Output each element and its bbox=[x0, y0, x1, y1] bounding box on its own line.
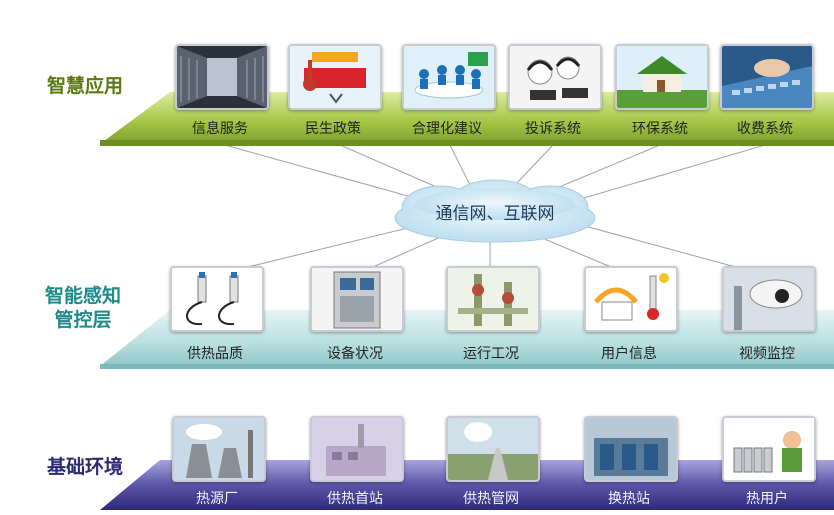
radiator-user-icon bbox=[722, 416, 816, 482]
sensor-probe-icon bbox=[170, 266, 264, 332]
control-cabinet-icon bbox=[310, 266, 404, 332]
power-plant-icon bbox=[172, 416, 266, 482]
home-thermometer-icon bbox=[584, 266, 678, 332]
layer-label-application: 智慧应用 bbox=[46, 75, 123, 97]
control-item-label: 设备状况 bbox=[327, 346, 383, 362]
heating-policy-icon bbox=[288, 44, 382, 110]
application-item-label: 收费系统 bbox=[737, 121, 793, 137]
keyboard-icon bbox=[720, 44, 814, 110]
application-item-label: 信息服务 bbox=[192, 121, 248, 137]
pipeline-icon bbox=[446, 416, 540, 482]
control-item-label: 供热品质 bbox=[187, 346, 243, 362]
server-room-icon bbox=[175, 44, 269, 110]
infrastructure-item-label: 热用户 bbox=[746, 491, 788, 507]
control-item-label: 用户信息 bbox=[601, 346, 657, 362]
control-item-label: 运行工况 bbox=[463, 346, 519, 362]
call-center-icon bbox=[508, 44, 602, 110]
meeting-people-icon bbox=[402, 44, 496, 110]
infrastructure-item-label: 换热站 bbox=[608, 491, 650, 507]
application-item-label: 合理化建议 bbox=[412, 121, 482, 137]
exchange-station-icon bbox=[584, 416, 678, 482]
cctv-camera-icon bbox=[722, 266, 816, 332]
control-item-label: 视频监控 bbox=[739, 346, 795, 362]
network-cloud-label: 通信网、互联网 bbox=[435, 204, 555, 224]
application-item-label: 民生政策 bbox=[305, 121, 361, 137]
infrastructure-item-label: 供热首站 bbox=[327, 491, 383, 507]
network-cloud bbox=[394, 179, 596, 243]
application-item-label: 投诉系统 bbox=[525, 121, 581, 137]
heating-station-icon bbox=[310, 416, 404, 482]
layer-label-infrastructure: 基础环境 bbox=[46, 456, 123, 478]
green-house-icon bbox=[615, 44, 709, 110]
layer-label-control-line2: 管控层 bbox=[54, 309, 112, 331]
application-item-label: 环保系统 bbox=[632, 121, 688, 137]
infrastructure-item-label: 热源厂 bbox=[196, 491, 238, 507]
layer-label-control-line1: 智能感知 bbox=[44, 285, 121, 307]
valve-pipe-icon bbox=[446, 266, 540, 332]
infrastructure-item-label: 供热管网 bbox=[463, 491, 519, 507]
